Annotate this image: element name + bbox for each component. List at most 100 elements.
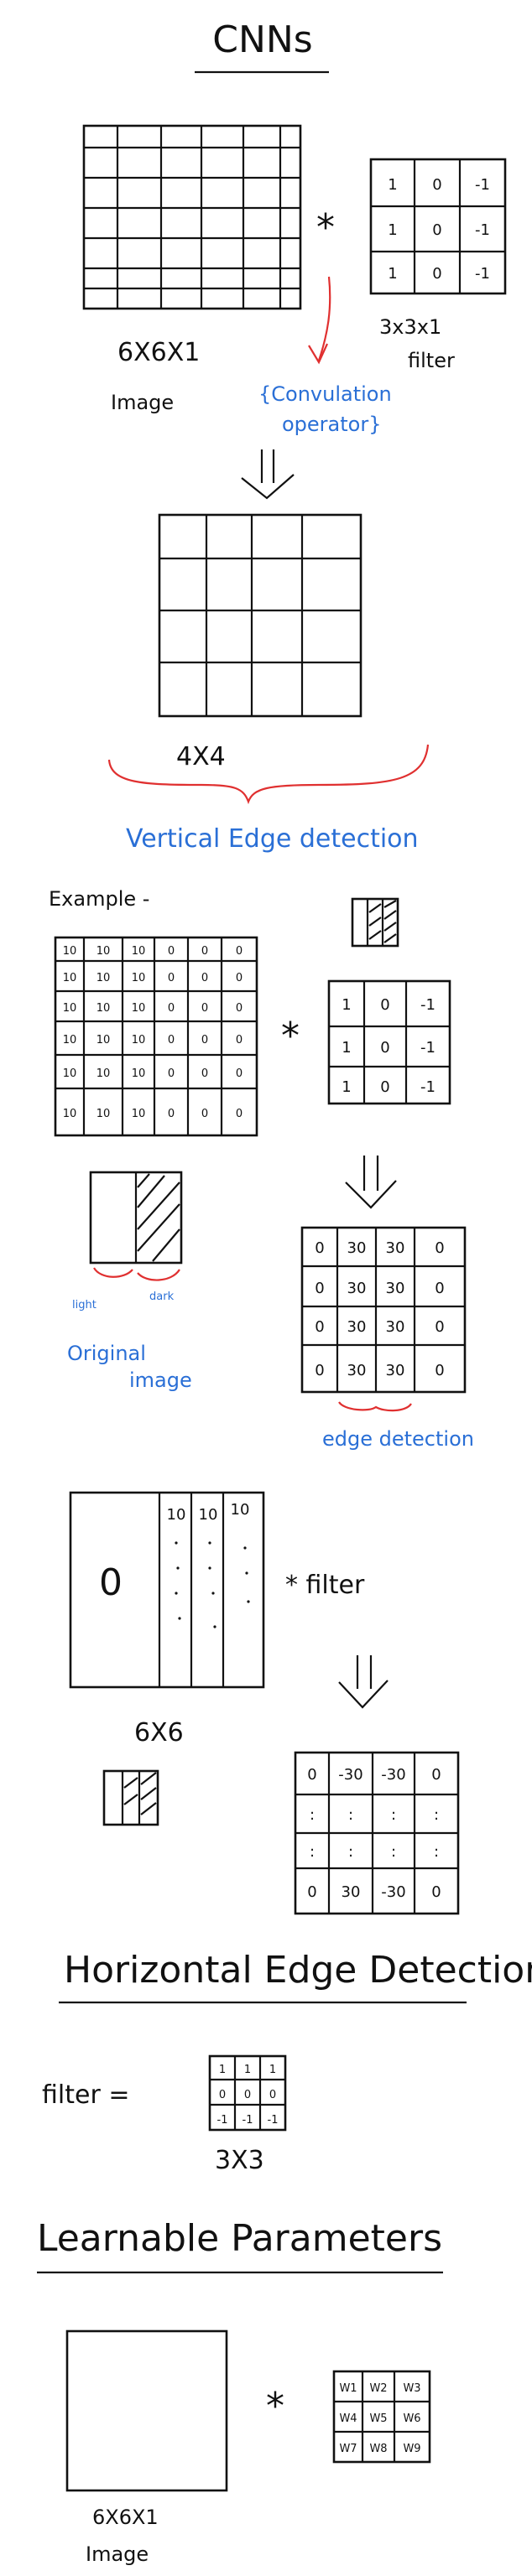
learnable-weight-cell: W2 [369,2382,387,2395]
example-conv-symbol: * [281,1015,300,1057]
example-image-cell: 10 [132,1002,146,1015]
example-output-grid [300,1226,467,1394]
learnable-heading: Learnable Parameters [37,2217,442,2260]
vertical-edge-caption: Vertical Edge detection [126,824,419,854]
intro-filter-cell: 1 [388,221,397,239]
example-image-cell: 10 [96,972,111,984]
example-image-cell: 10 [63,1034,77,1046]
intro-filter-caption: filter [408,349,455,372]
intro-filter-grid [369,158,507,295]
example-output-cell: 0 [315,1280,324,1297]
inverted-output-cell: : [434,1843,439,1861]
example-filter-cell: 1 [342,996,351,1014]
inverted-ten: 10 [199,1506,218,1524]
example-image-cell: 10 [63,945,77,958]
example-image-cell: 10 [132,972,146,984]
learnable-weight-cell: W1 [339,2382,357,2395]
example-image-cell: 0 [236,1002,243,1015]
example-image-cell: 10 [132,945,146,958]
example-image-cell: 0 [168,972,175,984]
example-output-cell: 0 [435,1239,444,1257]
inverted-size: 6X6 [134,1718,184,1748]
learnable-weight-cell: W7 [339,2443,357,2455]
intro-filter-cell: -1 [475,221,490,239]
convolution-note: operator} [282,413,382,436]
example-image-cell: 10 [132,1034,146,1046]
learnable-conv-symbol: * [266,2385,284,2428]
inverted-output-cell: : [310,1806,315,1824]
example-filter-cell: -1 [420,1039,436,1057]
learnable-image-size: 6X6X1 [92,2506,159,2529]
horizontal-filter-cell: 0 [244,2089,251,2101]
intro-result-size: 4X4 [176,742,226,771]
example-output-cell: 30 [347,1280,367,1297]
example-image-cell: 0 [201,1108,208,1120]
example-output-cell: 30 [347,1362,367,1379]
example-image-cell: 0 [201,945,208,958]
inverted-output-cell: : [391,1806,396,1824]
horizontal-filter-text: filter = [42,2080,129,2110]
red-brace [107,744,430,805]
example-image-cell: 0 [236,1108,243,1120]
example-image-cell: 10 [132,1108,146,1120]
example-image-cell: 0 [168,1108,175,1120]
learnable-weight-cell: W8 [369,2443,387,2455]
light-label: light [72,1299,96,1311]
example-image-cell: 0 [236,1034,243,1046]
intro-filter-size: 3x3x1 [379,315,441,339]
red-arrow-icon [317,276,331,361]
example-image-cell: 0 [201,1002,208,1015]
example-output-cell: 30 [386,1280,405,1297]
inverted-ten: 10 [231,1501,250,1519]
equals-down-arrow-icon [338,1655,389,1709]
dark-label: dark [149,1291,175,1303]
inverted-output-cell: : [391,1843,396,1861]
example-image-cell: 10 [63,972,77,984]
example-image-cell: 10 [96,1034,111,1046]
inverted-output-cell: 0 [307,1883,316,1901]
example-output-cell: 0 [315,1239,324,1257]
inverted-output-cell: : [310,1843,315,1861]
intro-filter-cell: 0 [432,221,441,239]
page-title: CNNs [212,18,312,61]
inverted-filter-text: * filter [285,1571,365,1600]
edge-detection-label: edge detection [322,1427,474,1451]
example-image-cell: 10 [63,1108,77,1120]
example-image-cell: 0 [168,1002,175,1015]
example-image-cell: 10 [63,1002,77,1015]
horizontal-filter-cell: -1 [243,2114,253,2127]
inverted-image-box [69,1491,265,1689]
example-image-grid [54,936,258,1137]
example-filter-cell: 0 [380,996,389,1014]
example-filter-cell: -1 [420,1078,436,1096]
example-filter-grid [327,979,451,1105]
example-image-cell: 10 [63,1067,77,1080]
learnable-weight-cell: W3 [403,2382,420,2395]
inverted-output-cell: -30 [381,1766,405,1784]
example-output-cell: 30 [386,1239,405,1257]
original-label: Original [67,1342,146,1365]
example-image-cell: 0 [168,1034,175,1046]
example-output-cell: 0 [435,1318,444,1336]
example-filter-cell: -1 [420,996,436,1014]
example-image-cell: 10 [96,1108,111,1120]
inverted-output-cell: 0 [307,1766,316,1784]
red-arrow-head-icon [308,343,329,365]
example-filter-cell: 1 [342,1078,351,1096]
example-output-cell: 30 [347,1318,367,1336]
horizontal-filter-cell: 1 [219,2064,226,2076]
horizontal-filter-cell: 0 [269,2089,276,2101]
inverted-output-cell: 0 [431,1883,441,1901]
intro-result-grid [158,513,362,718]
inverted-output-cell: : [434,1806,439,1824]
horizontal-heading: Horizontal Edge Detection [64,1949,532,1992]
example-output-cell: 30 [386,1362,405,1379]
example-output-cell: 0 [435,1362,444,1379]
inverted-ten: 10 [167,1506,186,1524]
learnable-image-box [65,2329,228,2492]
dark-bracket [137,1269,180,1281]
equals-down-arrow-icon [241,449,295,500]
example-filter-cell: 1 [342,1039,351,1057]
intro-conv-symbol: * [316,206,335,249]
equals-down-arrow-icon [345,1156,397,1209]
